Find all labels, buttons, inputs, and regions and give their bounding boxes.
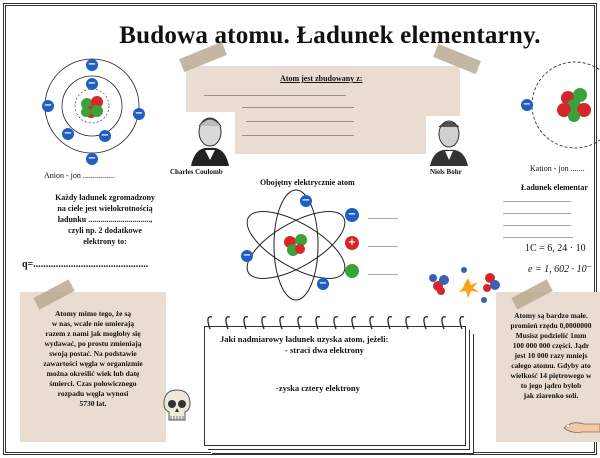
text-line: Atomy mimo tego, że są (54, 309, 132, 318)
text-line: swoją postać. Na podstawie (49, 349, 137, 358)
text-line: wielkość 14 piętrowego w (510, 371, 592, 380)
kation-label: Kation - jon ....... (530, 164, 585, 173)
text-line: promień rzędu 0,0000000 (510, 321, 592, 330)
electron-icon: − (317, 278, 329, 290)
anion-atom-diagram (44, 58, 140, 154)
electron-icon: − (99, 130, 111, 142)
elementary-charge-line: .................................. (503, 195, 571, 204)
text-line: wydawać, po prostu zmieniają (44, 339, 142, 348)
charge-multiple-text: Każdy ładunek zgromadzony na ciele jest … (20, 192, 190, 247)
text-line: rozpadu węgla wynosi (57, 389, 129, 398)
electron-icon: − (86, 153, 98, 165)
neutron-legend-icon (345, 264, 359, 278)
text-line: można określić wiek lub datę (46, 369, 140, 378)
charge-q-line: q=......................................… (22, 259, 149, 270)
elementary-charge-formula: e = 1, 602 · 10⁻ (528, 264, 592, 275)
text-line: na ciele jest wielokrotnością (57, 204, 153, 213)
text-line: Atomy są bardzo małe. (514, 311, 588, 320)
kation-atom-diagram (531, 61, 600, 149)
atom-structure-heading: Atom jest zbudowany z: (280, 74, 363, 83)
text-line: 100 000 000 części. Jądr (512, 341, 590, 350)
text-line: elektrony to: (83, 237, 127, 246)
page-frame (3, 3, 597, 455)
atom-structure-line: ........................................… (242, 129, 354, 138)
elementary-charge-line: .................................. (503, 207, 571, 216)
nuclear-fission-icon (429, 267, 500, 303)
bohr-caption: Niels Bohr (430, 168, 462, 176)
electron-legend-blank: ............... (368, 212, 398, 221)
electron-legend-icon: − (345, 208, 359, 222)
elementary-charge-heading: Ładunek elementar (521, 183, 588, 192)
atom-structure-line: ........................................… (204, 89, 346, 98)
text-line: w nas, wcale nie umierają (51, 319, 135, 328)
text-line: czyli np. 2 dodatkowe (68, 226, 142, 235)
atom-structure-line: ........................................… (242, 101, 354, 110)
electron-icon: − (241, 250, 253, 262)
neutral-atom-label: Obojętny elektrycznie atom (260, 178, 355, 187)
notebook-spiral (207, 316, 465, 330)
coulomb-portrait (185, 112, 235, 166)
electron-icon: − (42, 100, 54, 112)
coulomb-formula: 1C = 6, 24 · 10 (525, 243, 586, 254)
elementary-charge-line: .................................. (503, 219, 571, 228)
elementary-charge-line: ................................... (503, 231, 573, 240)
text-line: razem z nami jak mogłoby się (45, 329, 141, 338)
neutral-atom-diagram (246, 189, 346, 301)
notebook-case-a: - straci dwa elektrony (285, 345, 364, 355)
text-line: zawartości węgla w organizmie (43, 359, 143, 368)
electron-icon: − (86, 78, 98, 90)
atom-structure-line: ........................................… (246, 115, 354, 124)
electron-icon: − (133, 108, 145, 120)
text-line: Każdy ładunek zgromadzony (55, 193, 155, 202)
proton-legend-icon: + (345, 236, 359, 250)
atom-size-note (496, 292, 600, 442)
text-line: śmierci. Czas połowicznego (49, 379, 137, 388)
electron-icon: − (86, 59, 98, 71)
page-title: Budowa atomu. Ładunek elementarny. (119, 22, 541, 49)
skull-icon (163, 389, 191, 421)
text-line: 5730 lat. (79, 399, 107, 408)
atom-size-text: Atomy są bardzo małe. promień rzędu 0,00… (496, 311, 600, 401)
neutron-legend-blank: ............... (368, 268, 398, 277)
electron-icon: − (300, 195, 312, 207)
text-line: jak ziarenko soli. (523, 391, 579, 400)
text-line: Musisz podzielić 1mm (515, 331, 587, 340)
proton-legend-blank: ............... (368, 240, 398, 249)
bohr-portrait (426, 116, 472, 166)
text-line: ładunku ..............................., (57, 215, 153, 224)
electron-icon: − (62, 128, 74, 140)
text-line: to jego jądro byłob (520, 381, 582, 390)
carbon-dating-text: Atomy mimo tego, że są w nas, wcale nie … (22, 309, 164, 409)
electron-icon: − (521, 99, 533, 111)
salt-pinch-hand-icon (563, 422, 600, 433)
anion-label: Anion - jon ................ (44, 171, 115, 180)
notebook-shadow (204, 326, 466, 446)
notebook-question: Jaki nadmiarowy ładunek uzyska atom, jeż… (220, 334, 389, 344)
text-line: całego atomu. Gdyby ato (511, 361, 591, 370)
text-line: jest 10 000 razy mniejs (514, 351, 588, 360)
coulomb-caption: Charles Coulomb (170, 168, 223, 176)
carbon-dating-note (20, 292, 166, 442)
notebook-case-b: -zyska cztery elektrony (276, 383, 360, 393)
